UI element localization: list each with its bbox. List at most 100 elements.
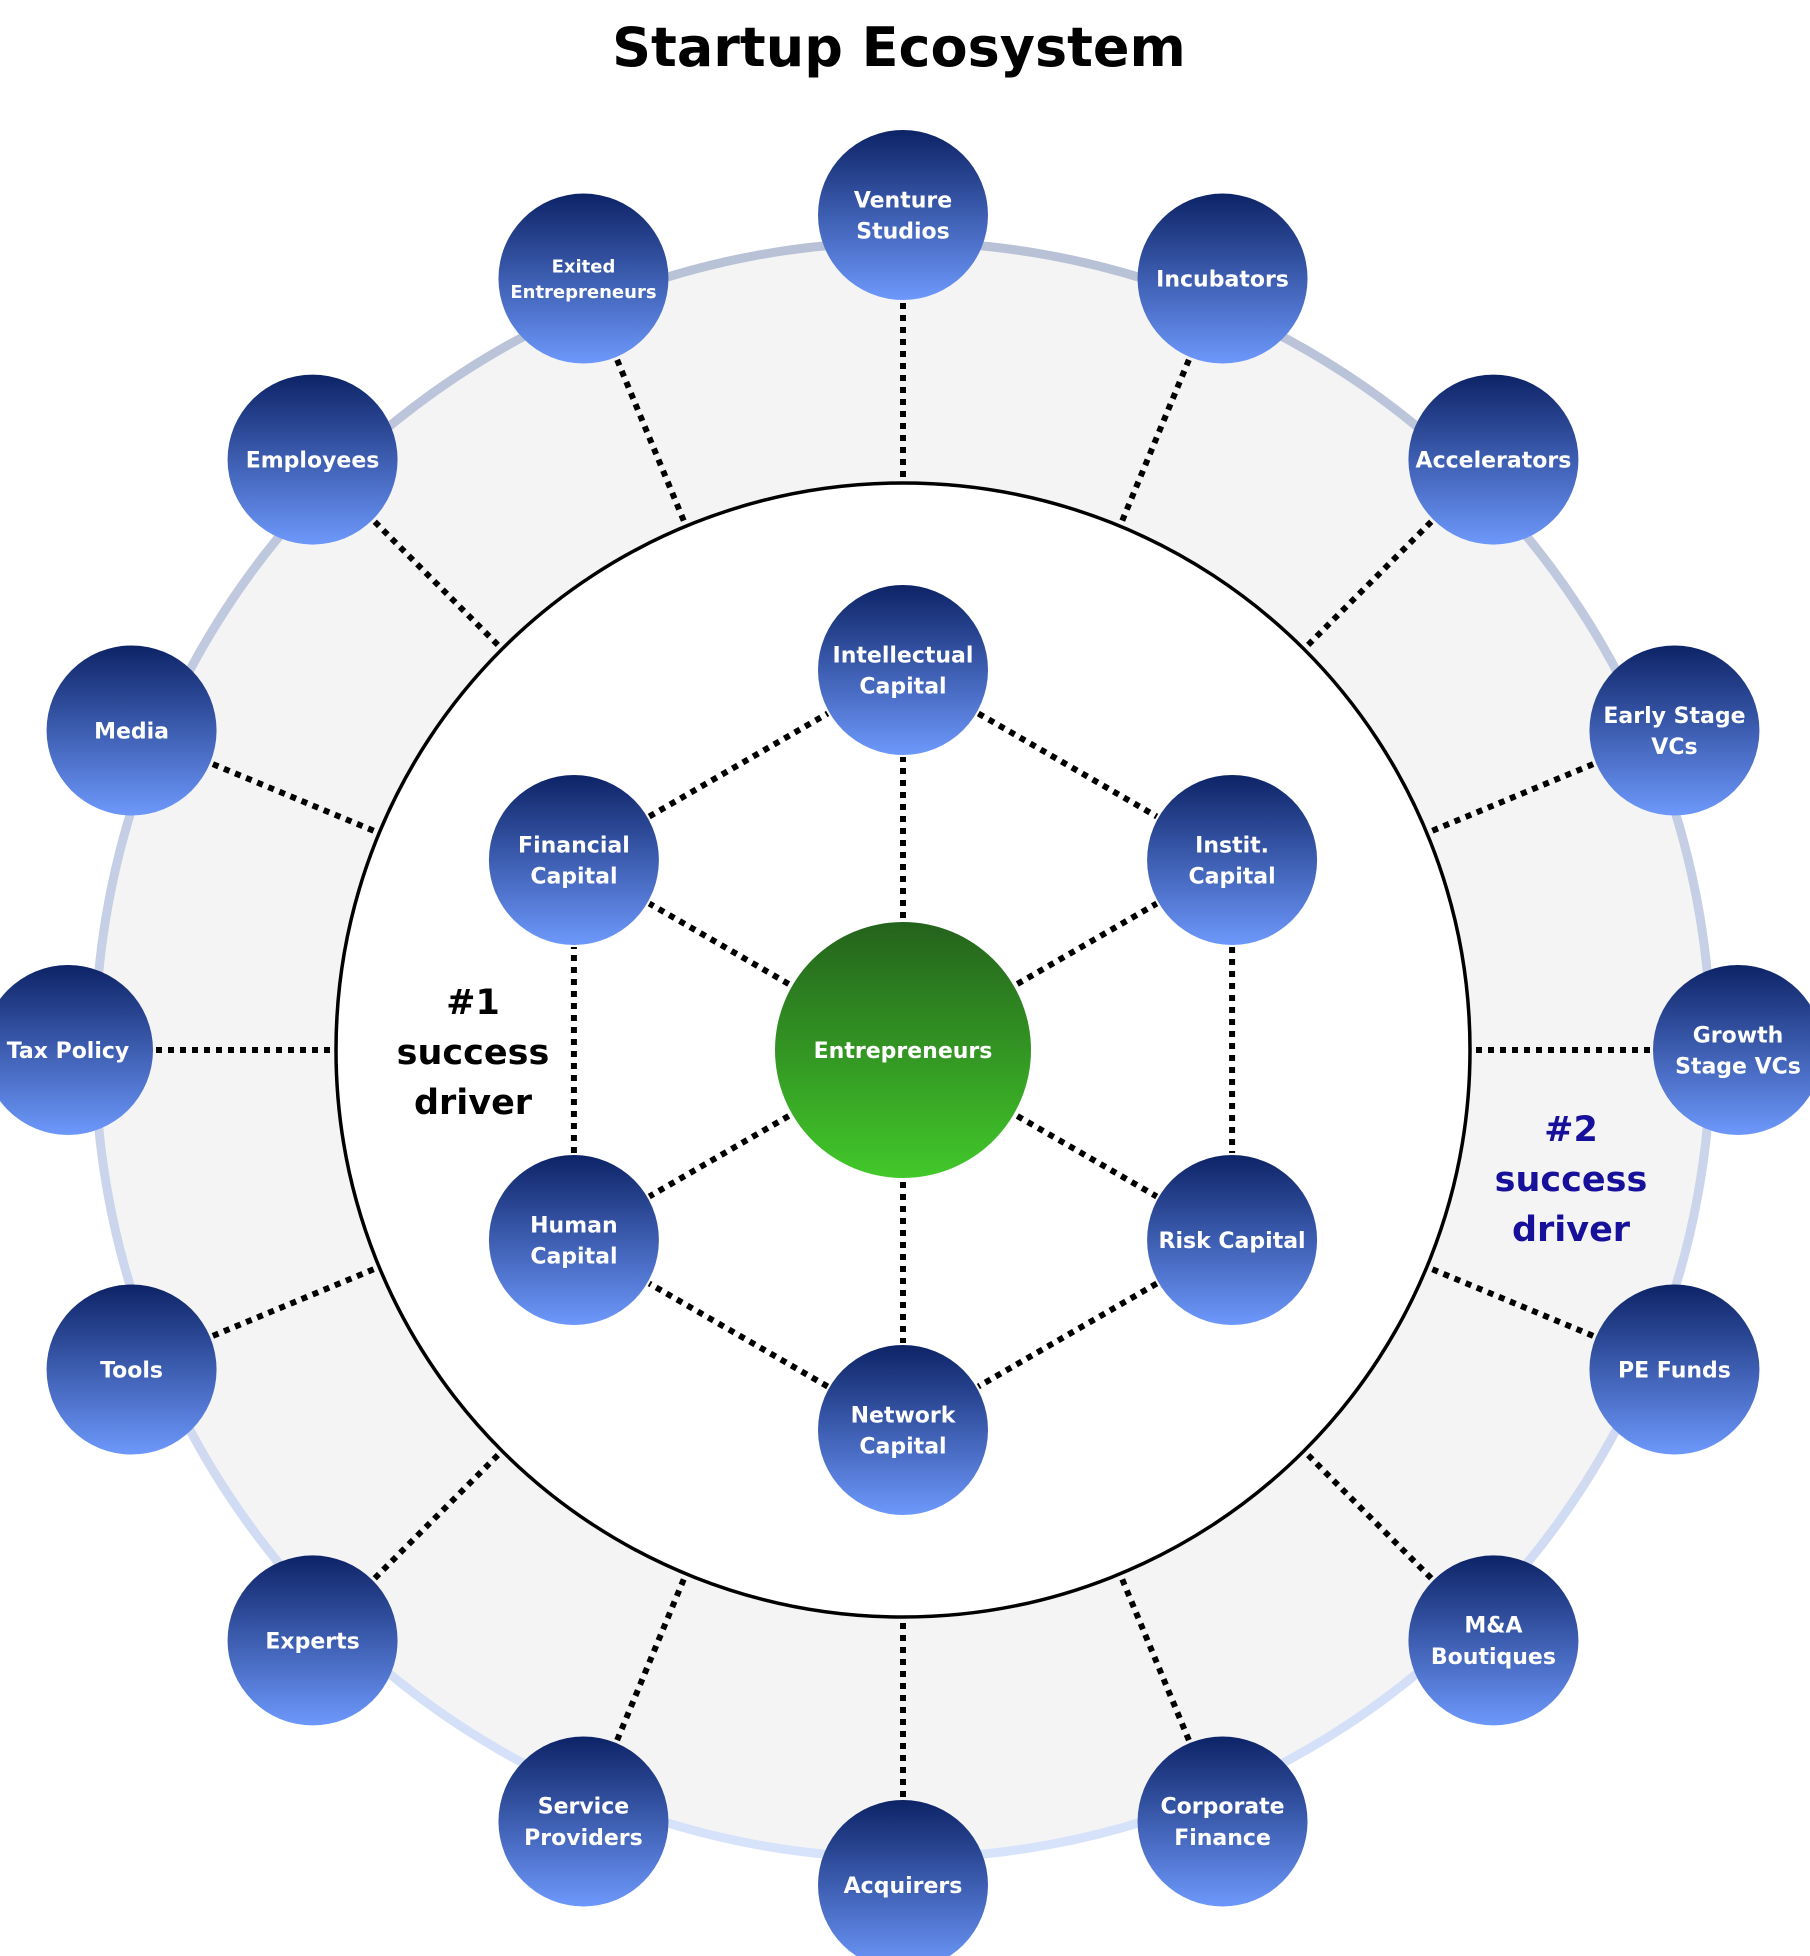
- outer-node-circle: [46, 1284, 217, 1455]
- node-label-text: Entrepreneurs: [814, 1039, 993, 1064]
- node-label-text: Network: [851, 1403, 957, 1428]
- node-label-text: Media: [94, 719, 169, 744]
- node-label-text: Employees: [246, 448, 380, 473]
- outer-connector-line: [613, 357, 687, 522]
- inner-connector-lines: [570, 710, 1236, 1390]
- outer-node-tax-policy[interactable]: Tax Policy: [0, 965, 153, 1135]
- outer-connector-line: [210, 760, 375, 834]
- outer-node-tools[interactable]: Tools: [46, 1284, 217, 1455]
- outer-node-circle: [1589, 645, 1760, 816]
- inner-node-circle: [488, 775, 659, 945]
- outer-connector-line: [1431, 760, 1596, 834]
- outer-connector-line: [613, 1578, 687, 1743]
- node-label-text: Entrepreneurs: [510, 282, 656, 303]
- node-label-text: Service: [538, 1795, 629, 1820]
- driver-text-line: driver: [1512, 1210, 1631, 1250]
- outer-connector-line: [371, 1453, 500, 1582]
- outer-node-circle: [1408, 1555, 1579, 1726]
- outer-node-acquirers[interactable]: Acquirers: [818, 1800, 988, 1956]
- center-node-group: Entrepreneurs: [775, 922, 1031, 1178]
- outer-connector-line: [1119, 357, 1193, 522]
- outer-connector-line: [1306, 1453, 1435, 1582]
- outer-connector-line: [210, 1266, 375, 1340]
- node-label-text: Instit.: [1195, 833, 1269, 858]
- node-label-text: Intellectual: [833, 643, 974, 668]
- node-label-text: VCs: [1651, 735, 1697, 760]
- driver-text-line: driver: [414, 1083, 533, 1123]
- page-title: Startup Ecosystem: [612, 16, 1186, 79]
- outer-node-media[interactable]: Media: [46, 645, 217, 816]
- outer-node-incubators[interactable]: Incubators: [1137, 193, 1308, 364]
- outer-nodes-group: VentureStudiosIncubatorsAcceleratorsEarl…: [0, 130, 1810, 1956]
- spoke-connector-line: [647, 900, 791, 987]
- outer-node-circle: [498, 1736, 669, 1907]
- outer-node-accelerators[interactable]: Accelerators: [1408, 374, 1579, 545]
- node-label-text: Capital: [530, 1244, 617, 1269]
- node-label-text: Financial: [518, 833, 630, 858]
- outer-node-circle: [227, 374, 398, 545]
- inner-node-circle: [1147, 775, 1318, 945]
- node-label-text: Capital: [530, 864, 617, 889]
- node-label-text: Accelerators: [1416, 448, 1572, 473]
- node-label-text: PE Funds: [1618, 1358, 1731, 1383]
- outer-node-circle: [818, 130, 988, 300]
- driver-one-label: #1 success driver: [397, 983, 550, 1123]
- driver-text-line: #2: [1544, 1110, 1598, 1150]
- inner-node-circle: [818, 585, 988, 755]
- outer-connector-line: [1306, 518, 1435, 647]
- outer-node-circle: [1408, 374, 1579, 545]
- node-label-text: Acquirers: [844, 1874, 963, 1899]
- node-label-text: Capital: [859, 1434, 946, 1459]
- node-label-text: Boutiques: [1431, 1645, 1556, 1670]
- outer-node-experts[interactable]: Experts: [227, 1555, 398, 1726]
- node-label-text: Studios: [856, 220, 950, 245]
- center-node-entrepreneurs[interactable]: Entrepreneurs: [775, 922, 1031, 1178]
- node-label-text: Tax Policy: [7, 1039, 130, 1064]
- node-label-text: Capital: [859, 674, 946, 699]
- outer-connector-line: [1119, 1578, 1193, 1743]
- outer-node-employees[interactable]: Employees: [227, 374, 398, 545]
- inner-node-circle: [488, 1155, 659, 1325]
- inner-node-risk-capital[interactable]: Risk Capital: [1147, 1155, 1318, 1325]
- node-label-text: Risk Capital: [1159, 1229, 1306, 1254]
- center-node-circle: [775, 922, 1031, 1178]
- outer-connector-lines: [155, 302, 1651, 1798]
- outer-node-circle: [1137, 193, 1308, 364]
- node-label-text: Stage VCs: [1675, 1055, 1801, 1080]
- outer-node-circle: [498, 193, 669, 364]
- hexagon-connector-line: [976, 1280, 1159, 1390]
- inner-node-circle: [1147, 1155, 1318, 1325]
- node-label-text: Incubators: [1156, 267, 1289, 292]
- driver-text-line: #1: [446, 983, 500, 1023]
- node-label-text: Growth: [1693, 1023, 1784, 1048]
- node-label-text: Providers: [524, 1826, 643, 1851]
- node-label-text: Venture: [854, 188, 952, 213]
- outer-node-circle: [46, 645, 217, 816]
- driver-text-line: success: [397, 1033, 550, 1073]
- hexagon-connector-line: [647, 1280, 830, 1390]
- outer-node-pe-funds[interactable]: PE Funds: [1589, 1284, 1760, 1455]
- spoke-connector-line: [647, 1113, 791, 1200]
- outer-node-circle: [1589, 1284, 1760, 1455]
- inner-node-instit-capital[interactable]: Instit. Capital: [1147, 775, 1318, 945]
- node-label-text: Finance: [1174, 1826, 1271, 1851]
- spoke-connector-line: [1015, 900, 1159, 987]
- node-label-text: Capital: [1188, 864, 1275, 889]
- outer-connector-line: [371, 518, 500, 647]
- node-label-text: Corporate: [1160, 1795, 1284, 1820]
- outer-node-circle: [1137, 1736, 1308, 1907]
